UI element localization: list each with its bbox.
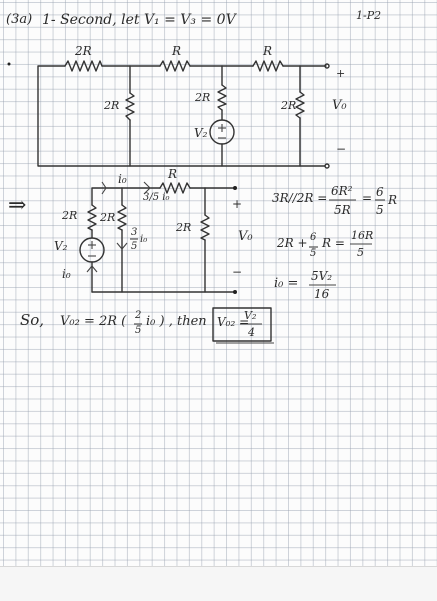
conclusion-frac-num: 2 [135, 310, 142, 321]
boxed-lhs: V₀₂ = [217, 315, 250, 329]
c2-branch-current: 3/5 i₀ [143, 192, 170, 203]
stray-mark [7, 62, 11, 66]
c1-minus: − [336, 142, 347, 156]
c2-minus: − [232, 265, 243, 279]
circuit-2-terminal-top [233, 186, 237, 190]
c1-plus: + [336, 67, 346, 80]
eq2-frac-num: 6 [310, 232, 317, 243]
circuit-2-wiring [91, 187, 235, 293]
c2-mid-current-den: 5 [131, 241, 138, 252]
eq1-equals: = [362, 191, 373, 205]
circuit-1-source [209, 119, 235, 145]
circuit-1-terminal-top [324, 63, 330, 69]
c2-left-resistor: 2R [62, 209, 78, 222]
c2-mid-current-num: 3 [131, 227, 138, 238]
c2-top-resistor: R [168, 167, 178, 181]
conclusion-prefix: So, [20, 311, 45, 329]
conclusion-expr: V₀₂ = 2R ( [60, 314, 127, 329]
implies-arrow: ⇒ [8, 193, 27, 218]
eq1-lhs: 3R//2R = [272, 191, 328, 205]
c2-current-top: i₀ [118, 172, 127, 186]
conclusion-expr-end: i₀ ) , then [146, 314, 207, 329]
eq2-frac-den: 5 [310, 248, 317, 259]
eq2-mid: R = [322, 236, 345, 250]
c2-output-label: V₀ [238, 229, 253, 244]
problem-statement: 1- Second, let V₁ = V₃ = 0V [42, 12, 236, 28]
eq1-num: 6R² [331, 184, 353, 198]
answer-box [212, 307, 272, 342]
fraction-bars [130, 199, 385, 325]
circuit-2-current-arrows [86, 181, 151, 273]
eq2-num: 16R [351, 229, 374, 242]
eq1-rhs-den: 5 [376, 203, 384, 217]
eq3-den: 16 [314, 287, 330, 301]
c2-plus: + [232, 197, 243, 211]
eq1-den: 5R [334, 203, 351, 217]
boxed-den: 4 [248, 326, 255, 339]
eq3-num: 5V₂ [311, 269, 333, 283]
c1-source-label: V₂ [194, 126, 208, 140]
c1-shunt-label-1: 2R [104, 99, 120, 112]
problem-label: (3a) [6, 12, 33, 27]
eq2-den: 5 [357, 246, 364, 259]
circuit-1-terminal-bottom [324, 163, 330, 169]
circuit-2-source [79, 237, 105, 263]
c1-resistor-label-2: R [172, 44, 182, 58]
c1-shunt-label-2: 2R [195, 91, 211, 104]
eq1-rhs-var: R [388, 193, 398, 207]
c2-mid-resistor: 2R [100, 211, 116, 224]
boxed-num: V₂ [244, 309, 257, 322]
circuit-1-wiring [37, 65, 327, 167]
circuit-2-resistors [87, 182, 210, 241]
circuit-2-terminal-bottom [233, 290, 237, 294]
c1-resistor-label-3: R [263, 44, 273, 58]
c1-shunt-label-3: 2R [281, 99, 297, 112]
conclusion-frac-den: 5 [135, 325, 142, 336]
c1-resistor-label-1: 2R [75, 44, 92, 58]
c2-source-label: V₂ [54, 239, 68, 253]
c2-source-current: i₀ [62, 267, 71, 281]
page-tag: 1-P2 [356, 9, 382, 22]
eq2-lhs: 2R + [277, 236, 308, 250]
scanner-bottom-strip [0, 566, 437, 601]
circuit-1-resistors [64, 60, 305, 121]
c1-output-label: V₀ [332, 98, 347, 113]
eq3-lhs: i₀ = [274, 276, 299, 291]
eq1-rhs-num: 6 [376, 185, 384, 199]
c2-right-resistor: 2R [176, 221, 192, 234]
c2-mid-current-var: i₀ [140, 234, 148, 245]
